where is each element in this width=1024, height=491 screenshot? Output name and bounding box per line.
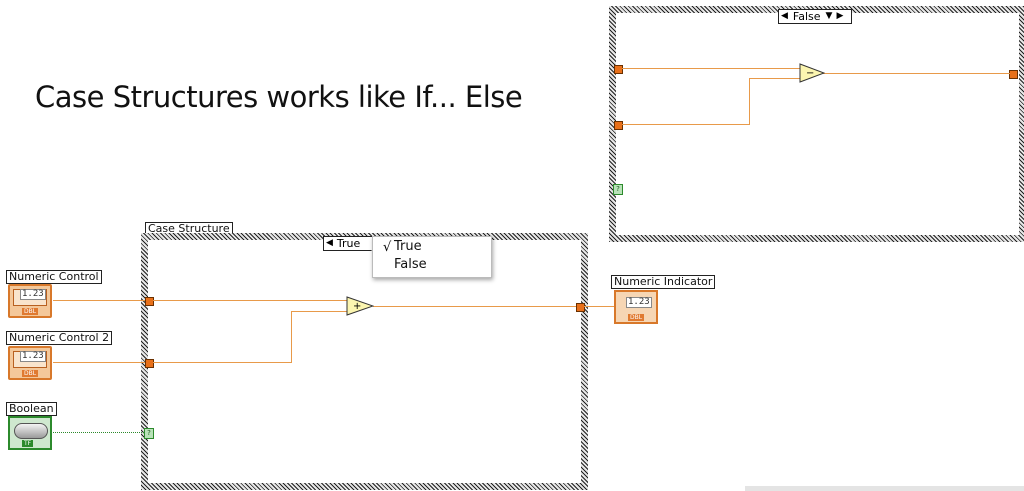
true-case-selector[interactable]: ◀ True (323, 236, 383, 251)
false-case-selector-value: False (792, 10, 821, 23)
wire-control-2-inner-b (291, 311, 292, 363)
menu-item-false[interactable]: False (394, 257, 427, 272)
numeric-indicator-label: Numeric Indicator (611, 275, 716, 289)
decrement-arrow-icon[interactable]: ◀ (326, 238, 333, 248)
subtract-node[interactable]: − (799, 63, 825, 83)
decrement-arrow-icon[interactable]: ◀ (781, 11, 788, 21)
dropdown-arrow-icon[interactable]: ▼ (825, 11, 833, 21)
numeric-control-label: Numeric Control (6, 270, 102, 284)
wire-add-out (373, 306, 576, 307)
numeric-control-2-value: 1.23 (20, 351, 46, 362)
numeric-control[interactable]: 1.23 DBL (8, 284, 52, 318)
wire-control-2-in (53, 362, 145, 363)
menu-item-true[interactable]: True (394, 239, 422, 254)
false-case-input-tunnel-1[interactable] (614, 65, 623, 74)
false-case-wire-2c (749, 78, 800, 79)
wire-indicator-in (584, 306, 615, 307)
false-case-selector-terminal[interactable]: ? (613, 184, 623, 195)
true-case-selector-value: True (336, 237, 361, 250)
numeric-indicator[interactable]: 1.23 DBL (614, 290, 658, 324)
false-case-output-tunnel[interactable] (1009, 70, 1018, 79)
false-case-wire-2b (749, 78, 750, 125)
slide-title: Case Structures works like If... Else (35, 80, 523, 114)
false-case-wire-1 (622, 68, 800, 69)
numeric-indicator-type: DBL (628, 314, 645, 321)
output-tunnel[interactable] (576, 303, 585, 312)
numeric-control-2-label: Numeric Control 2 (6, 331, 113, 345)
case-structure-label: Case Structure (145, 222, 233, 236)
add-node[interactable]: + (346, 296, 374, 316)
false-case-wire-out (822, 73, 1010, 74)
toggle-switch-icon (14, 423, 48, 439)
bottom-strip (745, 486, 1024, 491)
numeric-control-type: DBL (22, 308, 39, 315)
wire-control-1-in (53, 300, 145, 301)
increment-arrow-icon[interactable]: ▶ (836, 11, 844, 21)
numeric-control-2[interactable]: 1.23 DBL (8, 346, 52, 380)
checkmark-icon: √ (383, 240, 392, 255)
wire-boolean (53, 432, 144, 433)
case-selector-menu[interactable]: √ True False (372, 236, 492, 278)
case-selector-terminal[interactable]: ? (144, 428, 154, 439)
input-tunnel-2[interactable] (145, 359, 154, 368)
numeric-control-value: 1.23 (20, 289, 46, 300)
numeric-control-2-type: DBL (22, 370, 39, 377)
false-case-wire-2a (622, 124, 750, 125)
wire-control-2-inner-a (153, 362, 292, 363)
add-symbol: + (353, 301, 361, 312)
wire-control-2-inner-c (291, 311, 347, 312)
subtract-symbol: − (806, 68, 814, 79)
boolean-control[interactable]: TF (8, 416, 52, 450)
false-case-selector[interactable]: ◀ False ▼ ▶ (778, 9, 852, 24)
input-tunnel-1[interactable] (145, 297, 154, 306)
wire-control-1-inner (153, 300, 347, 301)
false-case-input-tunnel-2[interactable] (614, 121, 623, 130)
numeric-indicator-value: 1.23 (626, 297, 652, 308)
boolean-type: TF (22, 440, 34, 447)
boolean-label: Boolean (6, 402, 57, 416)
